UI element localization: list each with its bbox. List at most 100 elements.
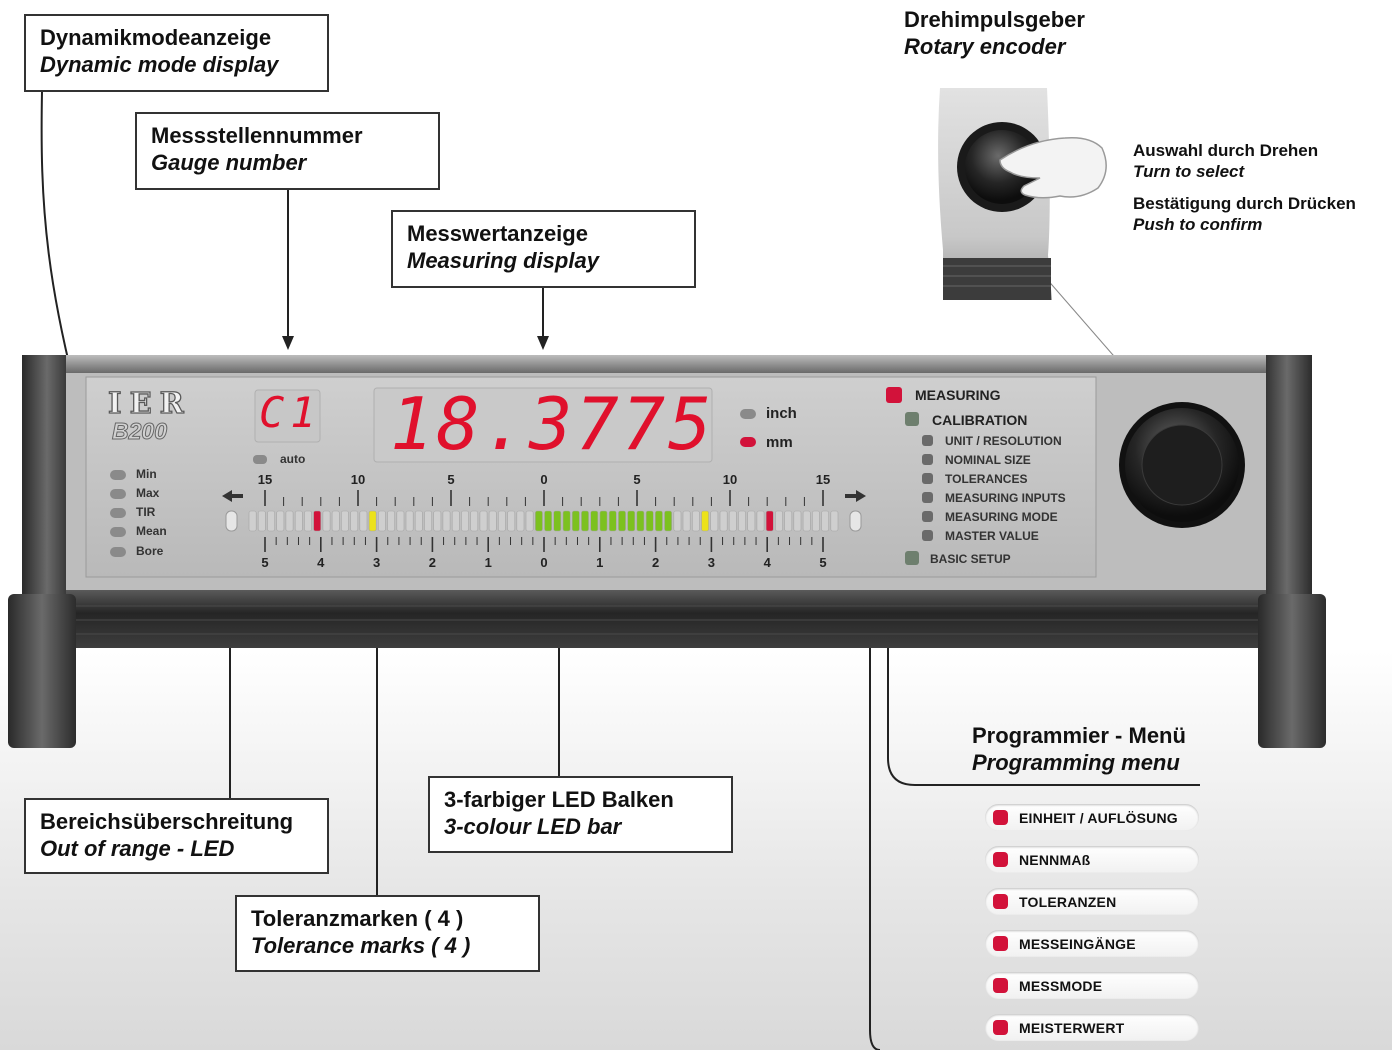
led-segment [701,510,709,532]
scale-label: 15 [257,472,273,487]
led-segment [534,510,543,532]
led-segment [497,510,506,532]
led-segment [350,510,359,532]
led-segment [304,510,312,532]
menu-item-label: EINHEIT / AUFLÖSUNG [1019,810,1178,826]
note-confirm-de: Bestätigung durch Drücken [1133,194,1356,213]
led-segment [682,510,691,532]
menu-item-messmode: MESSMODE [985,972,1199,999]
callout-out-of-range: Bereichsüberschreitung Out of range - LE… [24,798,329,874]
callout-measuring-display: Messwertanzeige Measuring display [391,210,696,288]
note-select-en: Turn to select [1133,162,1245,181]
callout-measuring-display-de: Messwertanzeige [407,221,588,246]
mode-measuring-label: MEASURING [915,387,1001,403]
scale-label: 4 [763,555,771,570]
callout-tolerance-marks-de: Toleranzmarken ( 4 ) [251,906,464,931]
menu-item-toleranzen: TOLERANZEN [985,888,1199,915]
scale-label: 4 [317,555,325,570]
callout-programming-menu-de: Programmier - Menü [972,723,1186,748]
callout-rotary-encoder: Drehimpulsgeber Rotary encoder [904,6,1085,60]
led-segment [285,510,294,532]
menu-item-nennmass: NENNMAß [985,846,1199,873]
menu-item-label: MEISTERWERT [1019,1020,1125,1036]
led-segment [516,510,525,532]
note-turn-to-select: Auswahl durch Drehen Turn to select [1133,140,1318,182]
mode-mean: Mean [136,524,167,538]
led-segment [802,510,811,532]
led-segment [451,510,460,532]
callout-dynamic-mode-de: Dynamikmodeanzeige [40,25,272,50]
led-segment [525,510,534,532]
scale-label: 0 [540,555,548,570]
callout-dynamic-mode-en: Dynamic mode display [40,52,279,77]
led-segment [387,510,395,532]
menu-item-label: MESSMODE [1019,978,1103,994]
led-segment [784,510,793,532]
menu-item-meisterwert: MEISTERWERT [985,1014,1199,1041]
mode-calibration-label: CALIBRATION [932,412,1028,428]
led-segment [673,510,682,532]
unit-inch-label: inch [766,405,797,422]
callout-programming-menu-en: Programming menu [972,750,1180,775]
led-segment [636,510,645,532]
led-segment [488,510,497,532]
cal-item-measuring-mode: MEASURING MODE [945,510,1058,524]
led-segment [442,510,451,532]
measuring-value-display: 18.3775 [390,382,715,466]
mode-max: Max [136,486,160,500]
mode-min: Min [136,467,157,481]
led-segment [461,510,469,532]
led-segment [414,510,423,532]
menu-item-label: TOLERANZEN [1019,894,1117,910]
led-segment [645,510,654,532]
menu-led [993,810,1008,825]
menu-item-einheit: EINHEIT / AUFLÖSUNG [985,804,1199,831]
mode-tir: TIR [136,505,156,519]
callout-out-of-range-de: Bereichsüberschreitung [40,809,294,834]
cal-item-unit-resolution: UNIT / RESOLUTION [945,434,1062,448]
led-segment [775,510,783,532]
note-push-to-confirm: Bestätigung durch Drücken Push to confir… [1133,193,1356,235]
auto-label: auto [280,452,306,466]
scale-label: 3 [372,555,381,570]
cal-item-tolerances: TOLERANCES [945,472,1028,486]
led-segment [811,510,820,532]
led-segment [654,510,663,532]
led-segment [608,510,617,532]
led-segment [581,510,589,532]
led-segment [507,510,516,532]
led-segment [359,510,368,532]
cal-item-master-value: MASTER VALUE [945,529,1039,543]
led-segment [599,510,608,532]
model-label: B200 [112,418,168,445]
led-segment [553,510,562,532]
mode-basic-setup-label: BASIC SETUP [930,552,1011,566]
led-segment [479,510,488,532]
callout-gauge-number: Messstellennummer Gauge number [135,112,440,190]
callout-led-bar-en: 3-colour LED bar [444,814,622,839]
led-segment [562,510,571,532]
led-segment [470,510,479,532]
led-segment [747,510,756,532]
led-segment [765,510,774,532]
scale-label: 0 [540,472,548,487]
scale-label: 15 [815,472,831,487]
led-segment [719,510,728,532]
callout-led-bar-de: 3-farbiger LED Balken [444,787,674,812]
gauge-number-display: C1 [259,388,322,437]
led-segment [377,510,386,532]
scale-label: 5 [819,555,827,570]
scale-label: 2 [651,555,660,570]
scale-label: 3 [707,555,715,570]
scale-label: 2 [428,555,436,570]
menu-led [993,978,1008,993]
scale-label: 10 [722,472,738,487]
cal-item-nominal-size: NOMINAL SIZE [945,453,1031,467]
callout-rotary-encoder-en: Rotary encoder [904,34,1066,59]
tolerance-scale [264,490,824,552]
scale-label: 5 [261,555,269,570]
led-segment [257,510,266,532]
led-segment [756,510,765,532]
led-segment [627,510,636,532]
